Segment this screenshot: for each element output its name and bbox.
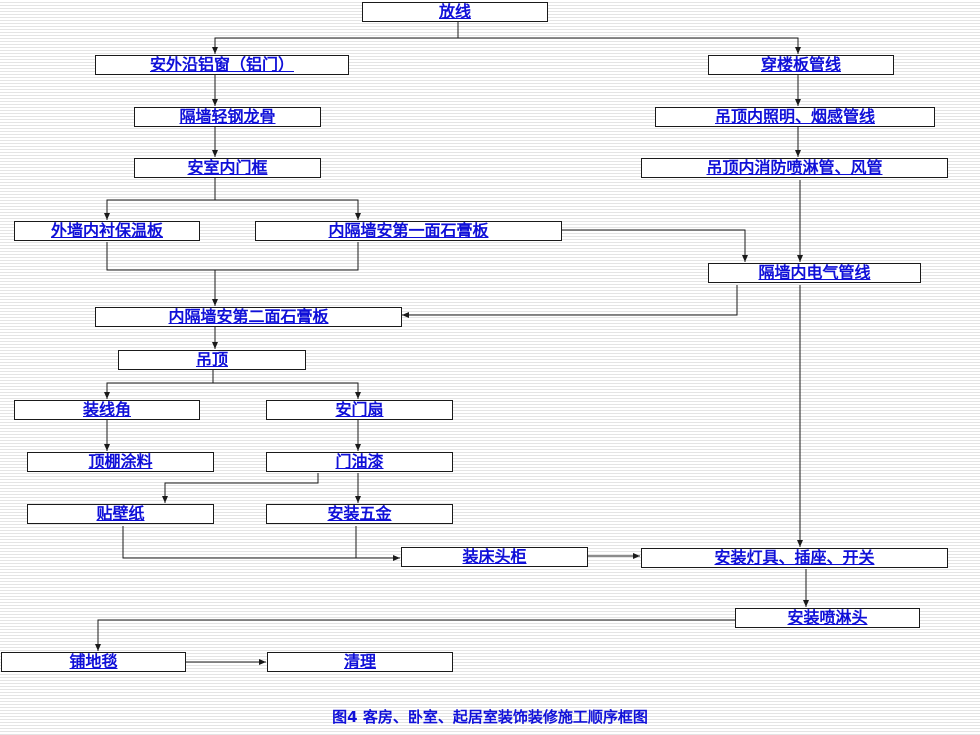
connector: [402, 285, 738, 318]
connector: [212, 22, 459, 54]
step-wallpaper: 贴壁纸: [27, 504, 214, 524]
connector: [104, 178, 216, 220]
step-partition-electrical: 隔墙内电气管线: [708, 263, 921, 283]
step-door-paint: 门油漆: [266, 452, 453, 472]
step-ceiling-lighting-smoke-pipes: 吊顶内照明、烟感管线: [655, 107, 935, 127]
step-fangxian: 放线: [362, 2, 548, 22]
connector: [95, 619, 735, 651]
step-carpet: 铺地毯: [1, 652, 186, 672]
step-install-aluminum-windows: 安外沿铝窗（铝门）: [95, 55, 349, 75]
connector: [106, 242, 359, 271]
step-ceiling: 吊顶: [118, 350, 306, 370]
connector: [215, 199, 361, 220]
step-bedside-cabinet: 装床头柜: [401, 547, 588, 567]
step-hardware: 安装五金: [266, 504, 453, 524]
step-second-gypsum-board: 内隔墙安第二面石膏板: [95, 307, 402, 327]
step-lamps-sockets-switches: 安装灯具、插座、开关: [641, 548, 948, 568]
step-first-gypsum-board: 内隔墙安第一面石膏板: [255, 221, 562, 241]
step-sprinkler-heads: 安装喷淋头: [735, 608, 920, 628]
connector: [458, 37, 801, 54]
connector: [562, 229, 748, 262]
step-door-leaf: 安门扇: [266, 400, 453, 420]
connector: [162, 473, 319, 503]
step-insulation-board: 外墙内衬保温板: [14, 221, 200, 241]
connector: [122, 526, 400, 561]
step-floor-slab-pipes: 穿楼板管线: [708, 55, 894, 75]
connector: [104, 370, 214, 399]
step-indoor-door-frame: 安室内门框: [134, 158, 321, 178]
step-molding: 装线角: [14, 400, 200, 420]
step-ceiling-paint: 顶棚涂料: [27, 452, 214, 472]
step-ceiling-sprinkler-duct: 吊顶内消防喷淋管、风管: [641, 158, 948, 178]
step-light-steel-keel: 隔墙轻钢龙骨: [134, 107, 321, 127]
step-cleanup: 清理: [267, 652, 453, 672]
figure-caption: 图4 客房、卧室、起居室装饰装修施工顺序框图: [332, 708, 648, 726]
connector: [213, 382, 361, 399]
